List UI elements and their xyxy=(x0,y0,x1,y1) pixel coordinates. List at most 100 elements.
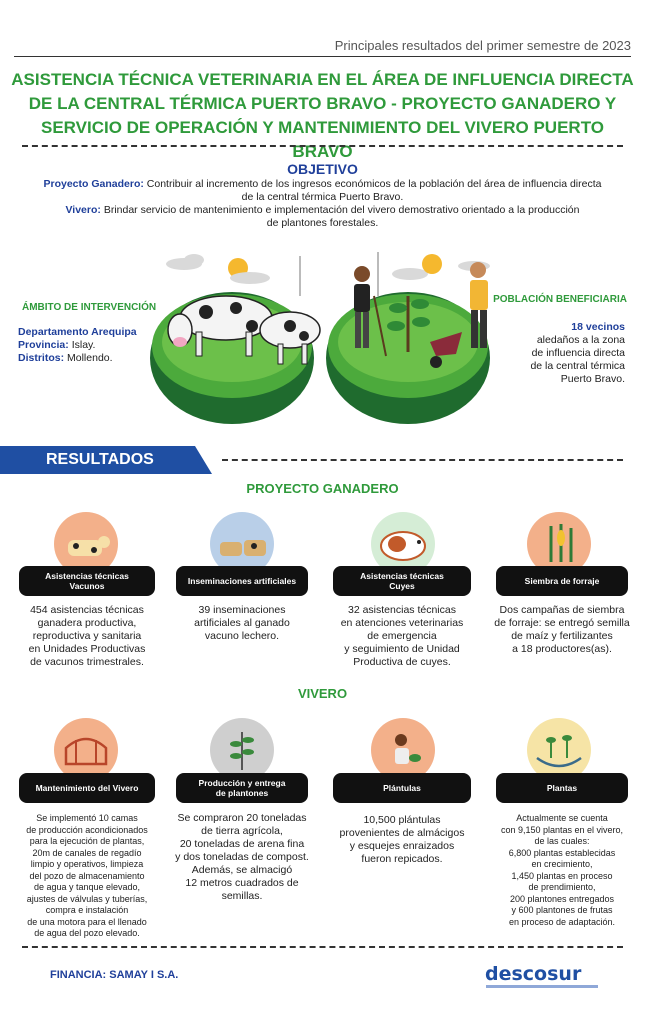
desc-inseminaciones: 39 inseminaciones artificiales al ganado… xyxy=(166,604,318,643)
desc-line: 32 asistencias técnicas xyxy=(348,604,456,616)
gardener-icon xyxy=(371,718,435,782)
desc-line: de emergencia xyxy=(367,630,437,642)
card-plantas: Plantas xyxy=(496,773,628,803)
card-title-1: Mantenimiento del Vivero xyxy=(35,783,139,793)
desc-line: Además, se almacigó xyxy=(191,864,293,876)
desc-line: en crecimiento, xyxy=(531,859,593,869)
farmer-woman-icon xyxy=(354,266,387,357)
card-siembra-forraje: Siembra de forraje xyxy=(496,566,628,596)
desc-line: y seguimiento de Unidad xyxy=(344,643,460,655)
desc-line: 12 metros cuadrados de xyxy=(185,877,299,889)
objetivo-heading: OBJETIVO xyxy=(287,161,358,177)
descosur-logo: descosur xyxy=(485,963,582,985)
tree-icon xyxy=(387,296,430,352)
seedling-icon xyxy=(210,718,274,782)
objetivo-vivero: Vivero: Brindar servicio de mantenimient… xyxy=(40,204,605,230)
title-divider xyxy=(22,145,623,147)
desc-siembra-forraje: Dos campañas de siembra de forraje: se e… xyxy=(486,604,638,656)
desc-line: artificiales al ganado xyxy=(194,617,290,629)
desc-line: Productiva de cuyes. xyxy=(353,656,451,668)
plants-hands-icon xyxy=(527,718,591,782)
card-title-1: Plántulas xyxy=(383,783,421,793)
desc-line: del pozo de almacenamiento xyxy=(29,870,145,881)
vivero-label: Vivero: xyxy=(65,204,101,216)
card-title-1: Siembra de forraje xyxy=(524,576,600,586)
card-title-2: Cuyes xyxy=(389,581,415,591)
card-title-1: Inseminaciones artificiales xyxy=(187,576,297,586)
desc-line: 39 inseminaciones xyxy=(198,604,286,616)
poblacion-heading: POBLACIÓN BENEFICIARIA xyxy=(493,294,627,305)
desc-line: reproductiva y sanitaria xyxy=(32,630,142,642)
desc-line: en atenciones veterinarias xyxy=(340,617,464,629)
desc-line: 20m de canales de regadío xyxy=(32,847,142,858)
resultados-label: RESULTADOS xyxy=(46,451,154,468)
desc-line: a 18 productores(as). xyxy=(512,643,612,655)
card-mantenimiento-vivero: Mantenimiento del Vivero xyxy=(19,773,155,803)
card-title-1: Plantas xyxy=(546,783,578,793)
card-title-1: Asistencias técnicas xyxy=(45,571,129,581)
desc-line: 1,450 plantas en proceso xyxy=(511,870,613,881)
ambito-details: Departamento Arequipa Provincia: Islay. … xyxy=(18,326,137,365)
desc-line: Dos campañas de siembra xyxy=(499,604,625,616)
desc-line: de producción acondicionados xyxy=(26,824,148,835)
desc-plantas: Actualmente se cuenta con 9,150 plantas … xyxy=(486,813,638,928)
departamento: Departamento Arequipa xyxy=(18,326,137,338)
card-plantulas: Plántulas xyxy=(333,773,471,803)
card-title-1: Producción y entrega xyxy=(198,778,286,788)
financia-label: FINANCIA: SAMAY I S.A. xyxy=(50,969,179,981)
card-title-2: Vacunos xyxy=(69,581,105,591)
vivero-text-2: de plantones forestales. xyxy=(266,217,379,229)
desc-line: y esquejes enraizados xyxy=(349,840,455,852)
corn-icon xyxy=(527,512,591,576)
desc-line: de forraje: se entregó semilla xyxy=(494,617,630,629)
ganadero-label: Proyecto Ganadero: xyxy=(43,178,144,190)
desc-line: de maíz y fertilizantes xyxy=(511,630,613,642)
guinea-pig-icon xyxy=(371,512,435,576)
cow-illustration xyxy=(167,295,321,365)
desc-line: Se compraron 20 toneladas xyxy=(177,812,307,824)
desc-line: fueron repicados. xyxy=(361,853,443,865)
poblacion-line-2: de influencia directa xyxy=(531,347,625,359)
farm-illustration xyxy=(150,252,490,424)
desc-line: para la ejecución de plantas, xyxy=(29,836,145,846)
distritos-value: Mollendo. xyxy=(67,352,113,364)
desc-line: 20 toneladas de arena fina xyxy=(179,838,305,850)
desc-line: 6,800 plantas establecidas xyxy=(508,847,616,858)
title-line-3: SERVICIO DE OPERACIÓN Y MANTENIMIENTO DE… xyxy=(41,118,604,161)
poblacion-line-1: aledaños a la zona xyxy=(536,334,625,346)
desc-line: 200 plantones entregados xyxy=(509,893,615,904)
desc-line: Actualmente se cuenta xyxy=(516,813,608,823)
desc-line: compra e instalación xyxy=(45,905,129,915)
resultados-banner xyxy=(0,446,212,474)
vivero-heading: VIVERO xyxy=(297,686,348,701)
desc-line: vacuno lechero. xyxy=(204,630,280,642)
header-rule xyxy=(14,56,631,57)
page-title: ASISTENCIA TÉCNICA VETERINARIA EN EL ÁRE… xyxy=(10,68,635,164)
footer-divider xyxy=(22,946,623,948)
resultados-divider xyxy=(222,459,623,461)
desc-line: en proceso de adaptación. xyxy=(508,916,616,927)
insemination-icon xyxy=(210,512,274,576)
desc-line: ganadera productiva, xyxy=(37,617,137,629)
desc-line: y dos toneladas de compost. xyxy=(175,851,309,863)
poblacion-details: 18 vecinos aledaños a la zona de influen… xyxy=(505,321,625,386)
ganadero-text-2: de la central térmica Puerto Bravo. xyxy=(241,191,404,203)
desc-line: 10,500 plántulas xyxy=(363,814,441,826)
logo-underline xyxy=(486,985,598,988)
desc-line: de agua y tanque elevado, xyxy=(33,882,141,892)
desc-line: en Unidades Productivas xyxy=(28,643,146,655)
report-subtitle: Principales resultados del primer semest… xyxy=(334,38,631,53)
desc-line: limpio y operativos, limpieza xyxy=(30,859,144,869)
desc-line: de las cuales: xyxy=(534,836,590,846)
card-title-1: Asistencias técnicas xyxy=(360,571,444,581)
cow-icon xyxy=(54,512,118,576)
farmer-man-icon xyxy=(430,262,488,368)
desc-line: y 600 plantones de frutas xyxy=(511,905,613,915)
provincia-value: Islay. xyxy=(71,339,96,351)
desc-line: de vacunos trimestrales. xyxy=(30,656,144,668)
desc-mantenimiento-vivero: Se implementó 10 camas de producción aco… xyxy=(12,813,162,940)
desc-line: provenientes de almácigos xyxy=(339,827,465,839)
card-title-2: de plantones xyxy=(215,788,269,798)
